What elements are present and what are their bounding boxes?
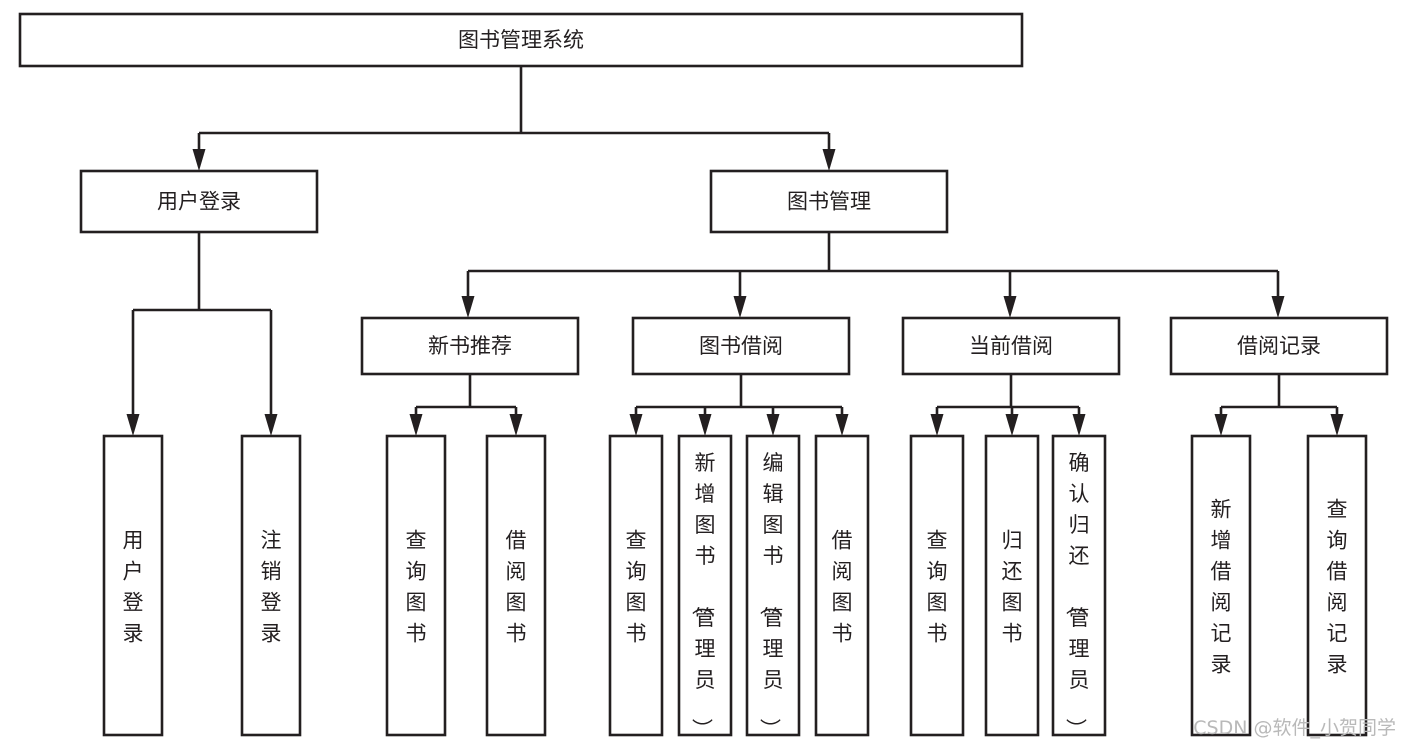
node-label-leaf-query-borrow-record: 查询借阅记录 — [1327, 498, 1348, 677]
node-label-book-management: 图书管理 — [787, 190, 871, 214]
node-book-borrow[interactable]: 图书借阅 — [631, 316, 851, 376]
connector-layer — [126, 66, 1344, 436]
node-label-leaf-borrow-book: 借阅图书 — [832, 529, 853, 646]
node-label-leaf-query-book-recommend: 查询图书 — [406, 529, 427, 646]
watermark-layer: CSDN @软件_小贺同学 — [1193, 717, 1396, 739]
connector-book-management-to-level3 — [461, 232, 1285, 318]
arrow-head-icon-1 — [264, 414, 278, 436]
node-leaf-user-login[interactable]: 用户登录 — [102, 434, 164, 737]
node-leaf-return-book[interactable]: 归还图书 — [984, 434, 1040, 737]
node-leaf-borrow-book-recommend[interactable]: 借阅图书 — [485, 434, 547, 737]
node-label-leaf-return-book: 归还图书 — [1002, 529, 1023, 646]
node-label-root: 图书管理系统 — [458, 28, 584, 52]
csdn-watermark: CSDN @软件_小贺同学 — [1193, 717, 1396, 739]
arrow-head-icon-0 — [629, 414, 643, 436]
node-leaf-query-book-borrow[interactable]: 查询图书 — [608, 434, 664, 737]
connector-root-to-level2 — [192, 66, 836, 171]
arrow-head-icon-1 — [733, 296, 747, 318]
node-label-book-borrow: 图书借阅 — [699, 334, 783, 358]
connector-current-borrow-to-leaves — [930, 374, 1086, 436]
node-label-leaf-edit-book-admin: 编辑图书（管理员） — [758, 451, 784, 739]
node-label-leaf-add-borrow-record: 新增借阅记录 — [1211, 498, 1232, 677]
connector-borrow-record-to-leaves — [1214, 374, 1344, 436]
node-leaf-add-book-admin[interactable]: 新增图书（管理员） — [677, 434, 733, 739]
node-user-login[interactable]: 用户登录 — [79, 169, 319, 234]
node-label-leaf-query-book-current: 查询图书 — [927, 529, 948, 646]
arrow-head-icon-1 — [1330, 414, 1344, 436]
node-root[interactable]: 图书管理系统 — [18, 12, 1024, 68]
node-leaf-borrow-book[interactable]: 借阅图书 — [814, 434, 870, 737]
arrow-head-icon-3 — [1271, 296, 1285, 318]
node-current-borrow[interactable]: 当前借阅 — [901, 316, 1121, 376]
node-label-leaf-confirm-return-admin: 确认归还（管理员） — [1064, 451, 1090, 739]
node-label-leaf-query-book-borrow: 查询图书 — [626, 529, 647, 646]
node-label-user-login: 用户登录 — [157, 190, 241, 214]
node-layer: 图书管理系统用户登录图书管理新书推荐图书借阅当前借阅借阅记录用户登录注销登录查询… — [18, 12, 1389, 739]
arrow-head-icon-2 — [766, 414, 780, 436]
arrow-head-icon-1 — [509, 414, 523, 436]
node-label-leaf-logout: 注销登录 — [261, 529, 282, 646]
node-leaf-edit-book-admin[interactable]: 编辑图书（管理员） — [745, 434, 801, 739]
connector-book-borrow-to-leaves — [629, 374, 849, 436]
node-borrow-record[interactable]: 借阅记录 — [1169, 316, 1389, 376]
node-leaf-query-borrow-record[interactable]: 查询借阅记录 — [1306, 434, 1368, 737]
node-label-current-borrow: 当前借阅 — [969, 334, 1053, 358]
arrow-head-icon-0 — [461, 296, 475, 318]
node-leaf-query-book-recommend[interactable]: 查询图书 — [385, 434, 447, 737]
arrow-head-icon-2 — [1072, 414, 1086, 436]
arrow-head-icon-1 — [698, 414, 712, 436]
arrow-head-icon-2 — [1003, 296, 1017, 318]
node-leaf-query-book-current[interactable]: 查询图书 — [909, 434, 965, 737]
node-book-management[interactable]: 图书管理 — [709, 169, 949, 234]
node-label-leaf-user-login: 用户登录 — [123, 529, 144, 646]
arrow-head-icon-3 — [835, 414, 849, 436]
connector-user-login-to-leaves — [126, 232, 278, 436]
arrow-head-icon-0 — [192, 149, 206, 171]
node-label-leaf-borrow-book-recommend: 借阅图书 — [506, 529, 527, 646]
arrow-head-icon-0 — [1214, 414, 1228, 436]
arrow-head-icon-0 — [409, 414, 423, 436]
node-leaf-add-borrow-record[interactable]: 新增借阅记录 — [1190, 434, 1252, 737]
node-new-book-recommend[interactable]: 新书推荐 — [360, 316, 580, 376]
arrow-head-icon-1 — [822, 149, 836, 171]
node-label-leaf-add-book-admin: 新增图书（管理员） — [690, 451, 716, 739]
node-leaf-confirm-return-admin[interactable]: 确认归还（管理员） — [1051, 434, 1107, 739]
connector-new-book-recommend-to-leaves — [409, 374, 523, 436]
arrow-head-icon-0 — [930, 414, 944, 436]
node-label-borrow-record: 借阅记录 — [1237, 334, 1321, 358]
node-label-new-book-recommend: 新书推荐 — [428, 334, 512, 358]
arrow-head-icon-1 — [1005, 414, 1019, 436]
node-leaf-logout[interactable]: 注销登录 — [240, 434, 302, 737]
arrow-head-icon-0 — [126, 414, 140, 436]
